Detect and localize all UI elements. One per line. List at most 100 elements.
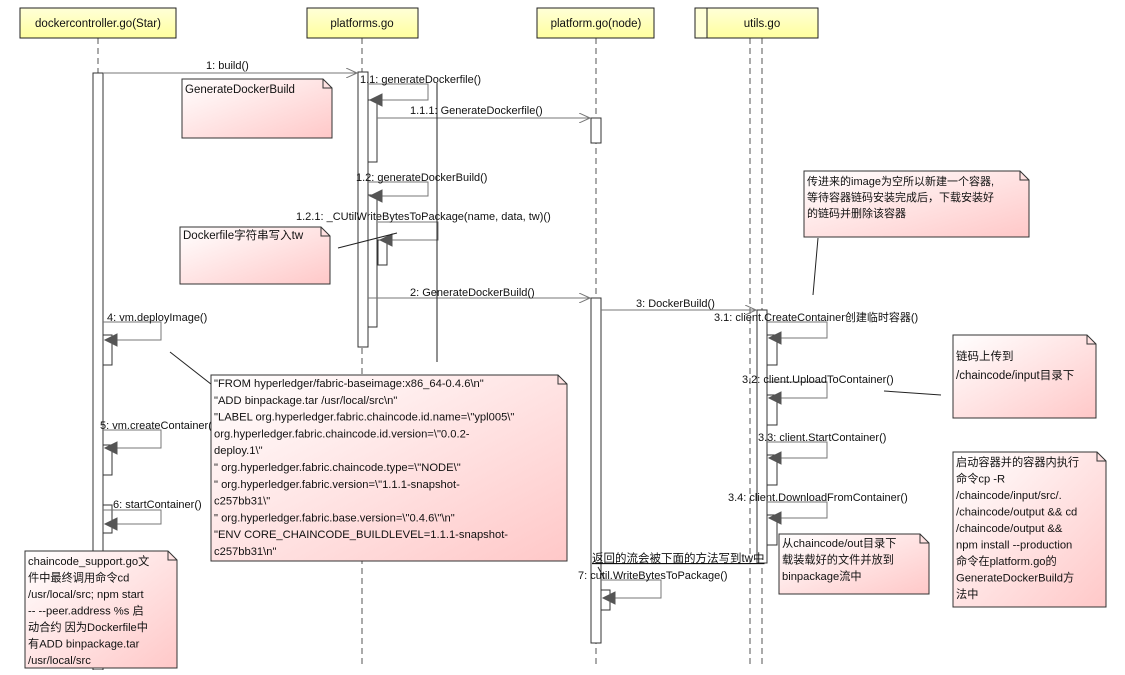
message-label: 7: cutil.WriteBytesToPackage(): [578, 570, 728, 582]
message-build[interactable]: 1: build(): [103, 60, 357, 73]
message-label: 5: vm.createContainer(): [100, 420, 216, 432]
message-label: 1: build(): [206, 60, 249, 72]
message-label: 3.4: client.DownloadFromContainer(): [728, 492, 908, 504]
note-line: GenerateDockerBuild方: [956, 571, 1074, 585]
message-generate-docker-build-node[interactable]: 2: GenerateDockerBuild(): [368, 287, 590, 299]
note-line: 法中: [956, 587, 978, 601]
note-line: GenerateDockerBuild: [185, 84, 295, 96]
note-line: /chaincode/input目录下: [956, 369, 1074, 382]
note-line: " org.hyperledger.fabric.version=\"1.1.1…: [214, 479, 460, 491]
note-line: " org.hyperledger.fabric.base.version=\"…: [214, 512, 455, 524]
note-line: "FROM hyperledger/fabric-baseimage:x86_6…: [214, 378, 484, 390]
note-line: deploy.1\": [214, 445, 263, 457]
participant-ut[interactable]: utils.go: [694, 7, 819, 39]
participant-pn[interactable]: platform.go(node): [536, 7, 655, 39]
message-start-container[interactable]: 6: startContainer(): [103, 499, 202, 531]
note-line: "LABEL org.hyperledger.fabric.chaincode.…: [214, 412, 514, 424]
activation-bar: [590, 117, 602, 144]
message-download-from-container[interactable]: 3.4: client.DownloadFromContainer(): [728, 492, 908, 525]
note-line: -- --peer.address %s 启: [28, 605, 144, 618]
message-generate-docker-build[interactable]: 1.2: generateDockerBuild(): [356, 172, 487, 203]
note-connector: [337, 232, 398, 249]
message-write-bytes-to-package[interactable]: 1.2.1: _CUtilWriteBytesToPackage(name, d…: [296, 211, 551, 247]
note-line: " org.hyperledger.fabric.chaincode.type=…: [214, 462, 461, 474]
note-line: 返回的流会被下面的方法写到tw中: [592, 551, 765, 565]
activation-bar: [756, 309, 768, 564]
note-upload-chaincode: 链码上传到/chaincode/input目录下: [952, 334, 1097, 419]
note-connector: [597, 566, 605, 579]
message-generate-dockerfile-node[interactable]: 1.1.1: GenerateDockerfile(): [377, 105, 590, 118]
message-label: 2: GenerateDockerBuild(): [410, 287, 535, 299]
activation-bar: [766, 514, 778, 546]
participant-label: dockercontroller.go(Star): [35, 18, 161, 30]
message-label: 4: vm.deployImage(): [107, 312, 207, 324]
message-label: 3.1: client.CreateContainer创建临时容器(): [714, 310, 918, 324]
message-label: 3.2: client.UploadToContainer(): [742, 374, 894, 386]
message-label: 1.2: generateDockerBuild(): [356, 172, 487, 184]
message-deploy-image[interactable]: 4: vm.deployImage(): [103, 312, 207, 347]
message-label: 6: startContainer(): [113, 499, 202, 511]
participant-label: platforms.go: [330, 18, 393, 30]
activation-bar: [377, 239, 388, 266]
note-line: "ENV CORE_CHAINCODE_BUILDLEVEL=1.1.1-sna…: [214, 529, 508, 541]
activation-bar: [102, 444, 113, 476]
note-return-stream: 返回的流会被下面的方法写到tw中: [592, 551, 765, 565]
activation-bar: [357, 71, 369, 348]
note-line: chaincode_support.go文: [28, 554, 149, 568]
note-line: "ADD binpackage.tar /usr/local/src\n": [214, 395, 397, 407]
message-label: 1.1: generateDockerfile(): [360, 74, 481, 86]
note-line: /usr/local/src: [28, 655, 91, 667]
note-line: 命令在platform.go的: [956, 554, 1057, 568]
activation-bar: [766, 394, 778, 426]
activation-bar: [102, 334, 113, 366]
note-line: binpackage流中: [782, 569, 862, 583]
note-line: 件中最终调用命令cd: [28, 571, 129, 585]
note-line: /usr/local/src; npm start: [28, 589, 145, 601]
note-line: /chaincode/output &&: [956, 523, 1063, 535]
participant-ps[interactable]: platforms.go: [306, 7, 419, 39]
note-connector: [812, 237, 819, 296]
note-line: org.hyperledger.fabric.chaincode.id.vers…: [214, 428, 470, 440]
note-line: Dockerfile字符串写入tw: [183, 228, 304, 242]
note-line: 命令cp -R: [956, 472, 1005, 486]
participant-label: utils.go: [744, 18, 780, 30]
participant-dc[interactable]: dockercontroller.go(Star): [19, 7, 177, 39]
note-line: /chaincode/input/src/.: [956, 490, 1062, 502]
note-create-new-container: 传进来的image为空所以新建一个容器, 等待容器链码安装完成后，下载安装好的链码…: [803, 170, 1030, 238]
note-chaincode-support: chaincode_support.go文件中最终调用命令cd/usr/loca…: [24, 550, 178, 669]
activation-bar: [766, 454, 778, 486]
note-line: /chaincode/output && cd: [956, 507, 1077, 519]
message-upload-to-container[interactable]: 3.2: client.UploadToContainer(): [742, 374, 894, 405]
message-create-container-utils[interactable]: 3.1: client.CreateContainer创建临时容器(): [714, 310, 918, 345]
note-line: 传进来的image为空所以新建一个容器,: [807, 174, 994, 188]
note-line: c257bb31\n": [214, 546, 276, 558]
message-start-container-utils[interactable]: 3.3: client.StartContainer(): [758, 432, 886, 465]
message-cutil-write-bytes[interactable]: 7: cutil.WriteBytesToPackage(): [578, 570, 728, 605]
message-label: 1.1.1: GenerateDockerfile(): [410, 105, 543, 117]
message-label: 3: DockerBuild(): [636, 298, 715, 310]
note-generate-docker-build: GenerateDockerBuild: [181, 78, 333, 139]
activation-bar: [367, 99, 378, 163]
message-label: 3.3: client.StartContainer(): [758, 432, 886, 444]
note-line: 载装载好的文件并放到: [782, 553, 894, 567]
note-dockerfile-write-tw: Dockerfile字符串写入tw: [179, 226, 331, 285]
message-label: 1.2.1: _CUtilWriteBytesToPackage(name, d…: [296, 211, 551, 223]
activation-bar: [766, 334, 778, 366]
note-line: 动合约 因为Dockerfile中: [28, 620, 148, 634]
activation-bar: [590, 297, 602, 644]
message-generate-dockerfile[interactable]: 1.1: generateDockerfile(): [360, 74, 481, 107]
note-line: 有ADD binpackage.tar: [28, 637, 140, 651]
note-line: 的链码并删除该容器: [807, 206, 906, 220]
note-line: 启动容器并的容器内执行: [956, 455, 1079, 469]
activation-bar: [102, 504, 113, 534]
note-line: 链码上传到: [956, 349, 1014, 363]
note-line: 从chaincode/out目录下: [782, 537, 896, 550]
note-line: 等待容器链码安装完成后，下载安装好: [807, 190, 994, 204]
message-docker-build[interactable]: 3: DockerBuild(): [601, 298, 756, 310]
participant-label: platform.go(node): [551, 18, 642, 30]
message-create-container[interactable]: 5: vm.createContainer(): [100, 420, 216, 455]
